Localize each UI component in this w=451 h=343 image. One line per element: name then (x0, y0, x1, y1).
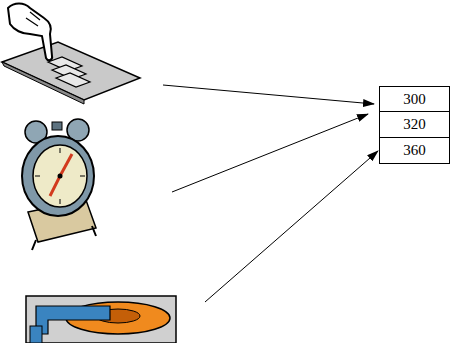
leader-arrows (163, 85, 378, 302)
cell-value: 320 (403, 116, 426, 133)
keyboard-hand-icon (2, 4, 140, 105)
cell-value: 360 (403, 142, 426, 159)
table-cell-box: 300 (379, 86, 450, 112)
tape-dispenser-icon (26, 296, 176, 343)
table-cell-box: 360 (379, 137, 450, 164)
table-cell-box: 320 (379, 111, 450, 138)
cell-value: 300 (403, 91, 426, 108)
alarm-clock-icon (22, 119, 96, 250)
